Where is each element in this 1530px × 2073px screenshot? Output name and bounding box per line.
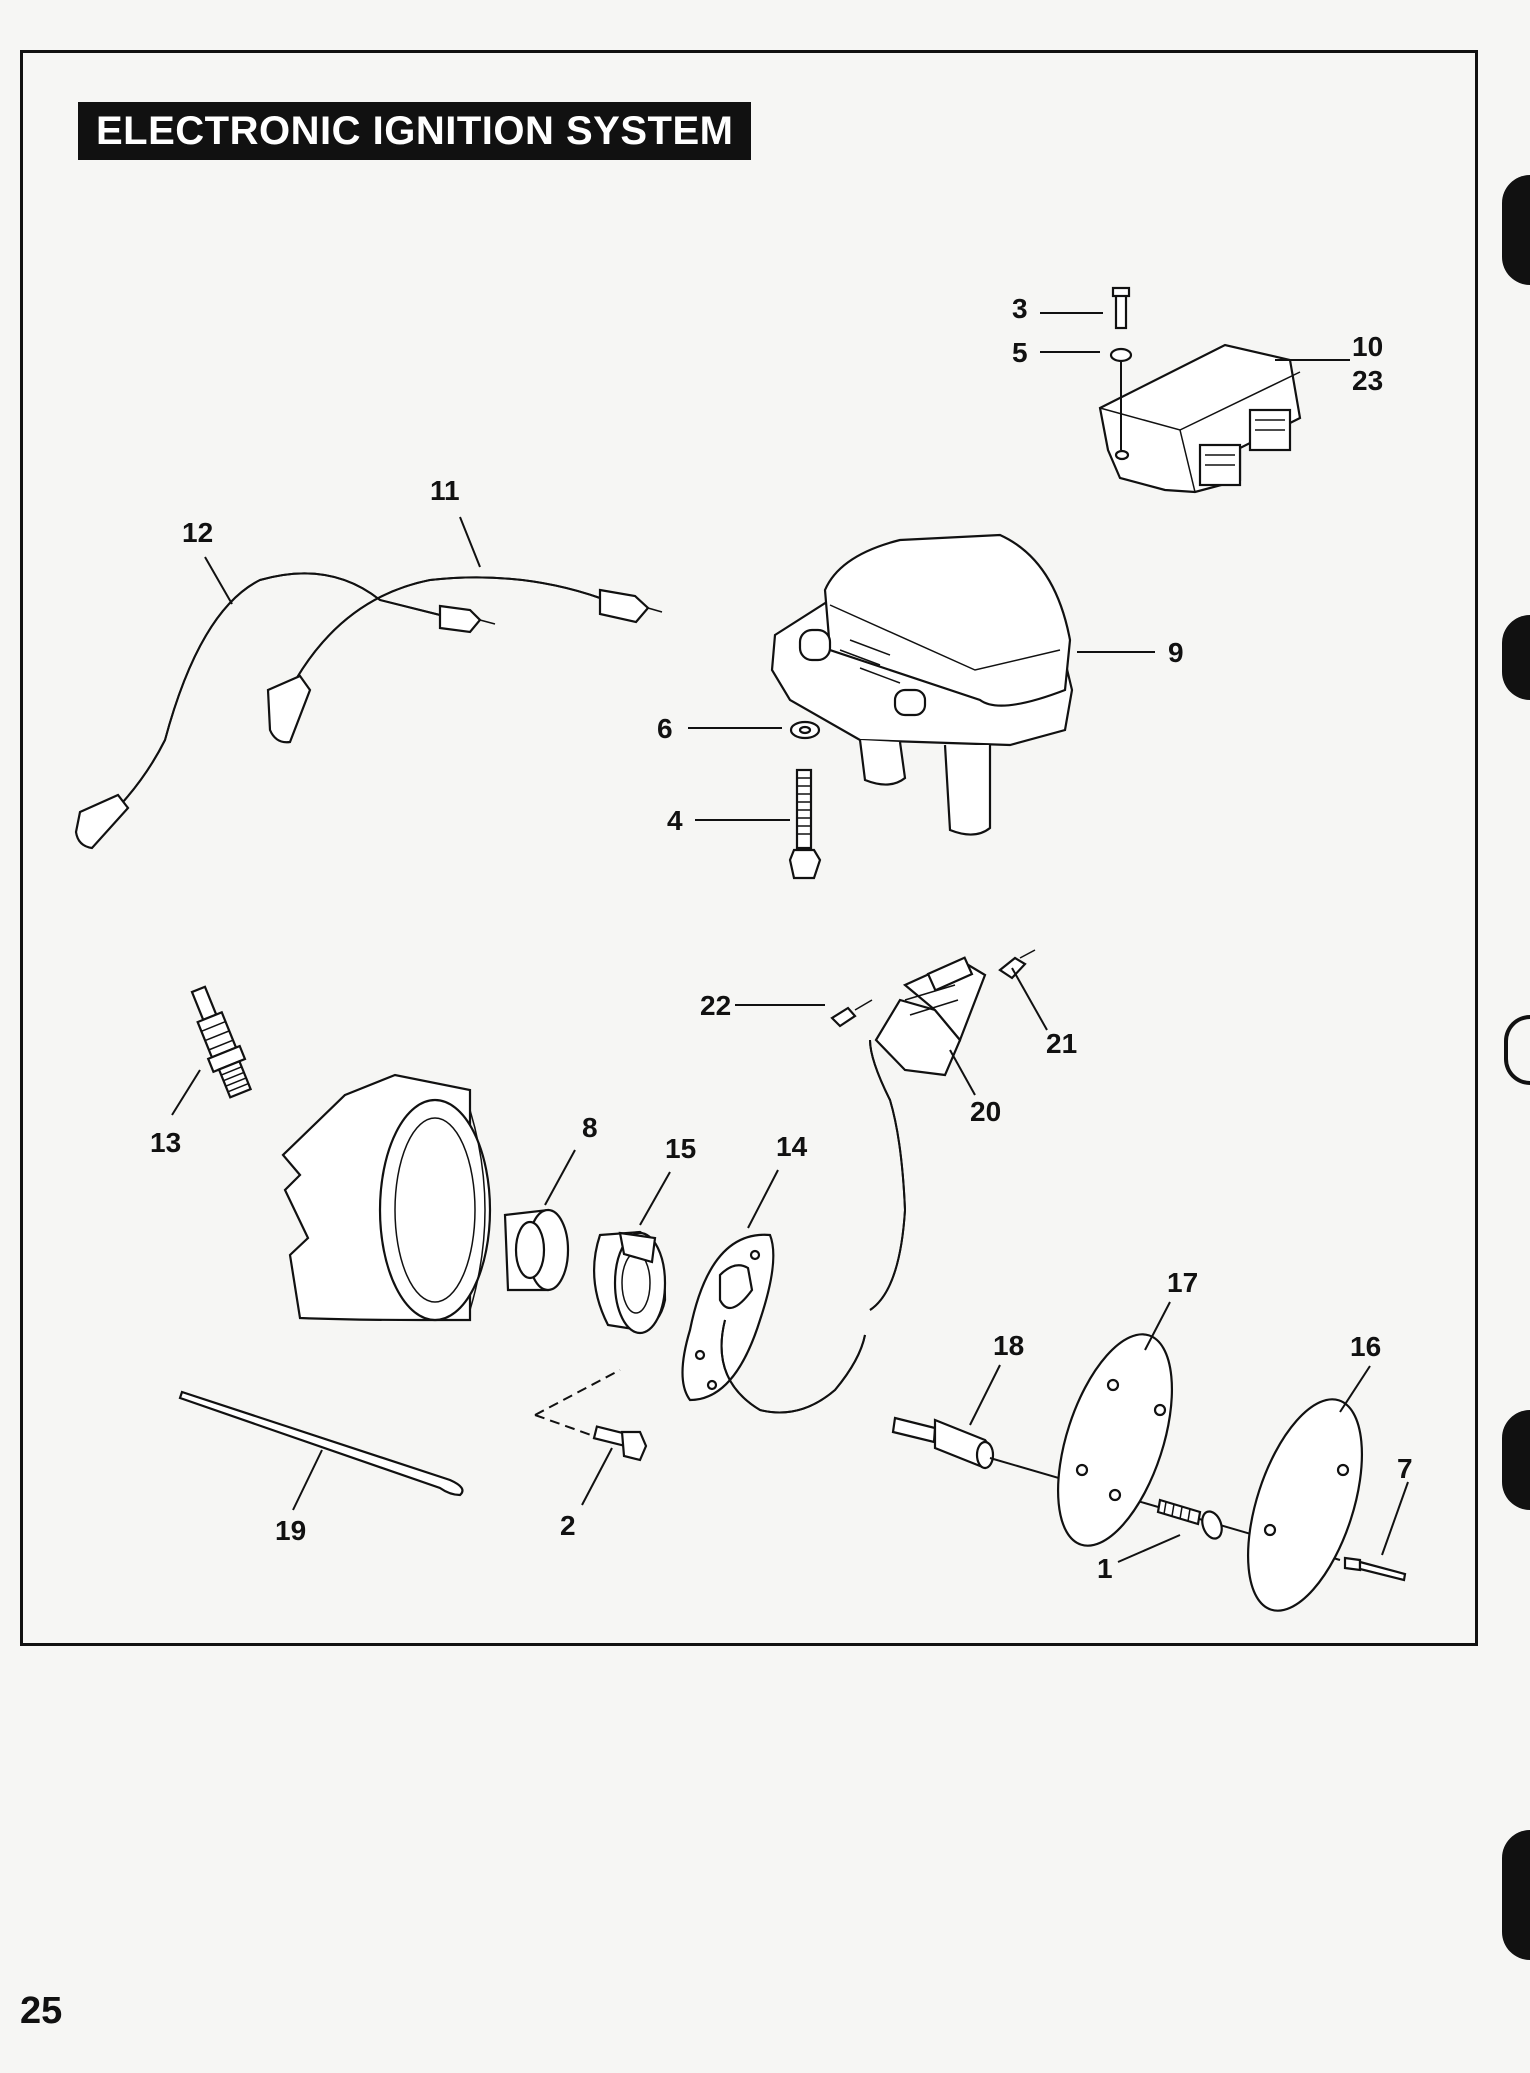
binder-tab — [1502, 615, 1530, 700]
spark-plug — [190, 985, 253, 1099]
bearing — [503, 1208, 570, 1292]
timer-plate — [1056, 1333, 1174, 1547]
callout-2: 2 — [560, 1510, 576, 1541]
callout-13: 13 — [150, 1127, 181, 1158]
callout-14: 14 — [776, 1131, 808, 1162]
leader-lines — [171, 312, 1409, 1563]
timer-cover — [1246, 1398, 1364, 1612]
coil-bolt — [788, 768, 822, 880]
callout-1: 1 — [1097, 1553, 1113, 1584]
callout-16: 16 — [1350, 1331, 1381, 1362]
timer-plate-screw — [1156, 1498, 1223, 1540]
callout-12: 12 — [182, 517, 213, 548]
callout-3: 3 — [1012, 293, 1028, 324]
spark-plug-wire-long — [74, 572, 496, 850]
ignition-coil — [770, 533, 1074, 836]
callout-15: 15 — [665, 1133, 696, 1164]
callout-18: 18 — [993, 1330, 1024, 1361]
cam-cover-housing — [281, 1073, 492, 1322]
rotor-cup — [592, 1230, 667, 1335]
module-screw — [1109, 286, 1133, 450]
binder-tab — [1502, 1830, 1530, 1960]
rivet — [1343, 1556, 1407, 1582]
callout-20: 20 — [970, 1096, 1001, 1127]
callout-5: 5 — [1012, 337, 1028, 368]
sensor-connector — [874, 956, 987, 1077]
cable-strap — [178, 1390, 464, 1497]
callout-7: 7 — [1397, 1453, 1413, 1484]
section-title: ELECTRONIC IGNITION SYSTEM — [78, 102, 752, 160]
callout-8: 8 — [582, 1112, 598, 1143]
callout-21: 21 — [1046, 1028, 1077, 1059]
callout-labels: 3 5 10 23 9 6 4 11 12 13 8 15 14 22 21 2… — [150, 293, 1413, 1584]
terminal-21 — [998, 949, 1036, 980]
callout-11: 11 — [430, 475, 460, 506]
binder-tab — [1502, 1410, 1530, 1510]
coil-washer — [789, 720, 821, 740]
callout-10: 10 — [1352, 331, 1383, 362]
exploded-parts-diagram: 3 5 10 23 9 6 4 11 12 13 8 15 14 22 21 2… — [74, 286, 1413, 1612]
binder-tab — [1502, 175, 1530, 285]
callout-19: 19 — [275, 1515, 306, 1546]
ignition-module — [1098, 343, 1302, 494]
sensor-plate — [681, 1039, 907, 1414]
rotor-shaft — [891, 1416, 995, 1470]
terminal-22 — [830, 999, 873, 1028]
sensor-plate-screw — [534, 1369, 648, 1462]
callout-22: 22 — [700, 990, 731, 1021]
spark-plug-wire-short — [266, 576, 663, 744]
callout-23: 23 — [1352, 365, 1383, 396]
callout-9: 9 — [1168, 637, 1184, 668]
callout-4: 4 — [667, 805, 683, 836]
diagram-frame — [20, 50, 1478, 1646]
callout-17: 17 — [1167, 1267, 1198, 1298]
callout-6: 6 — [657, 713, 673, 744]
page-number: 25 — [20, 1990, 63, 2032]
